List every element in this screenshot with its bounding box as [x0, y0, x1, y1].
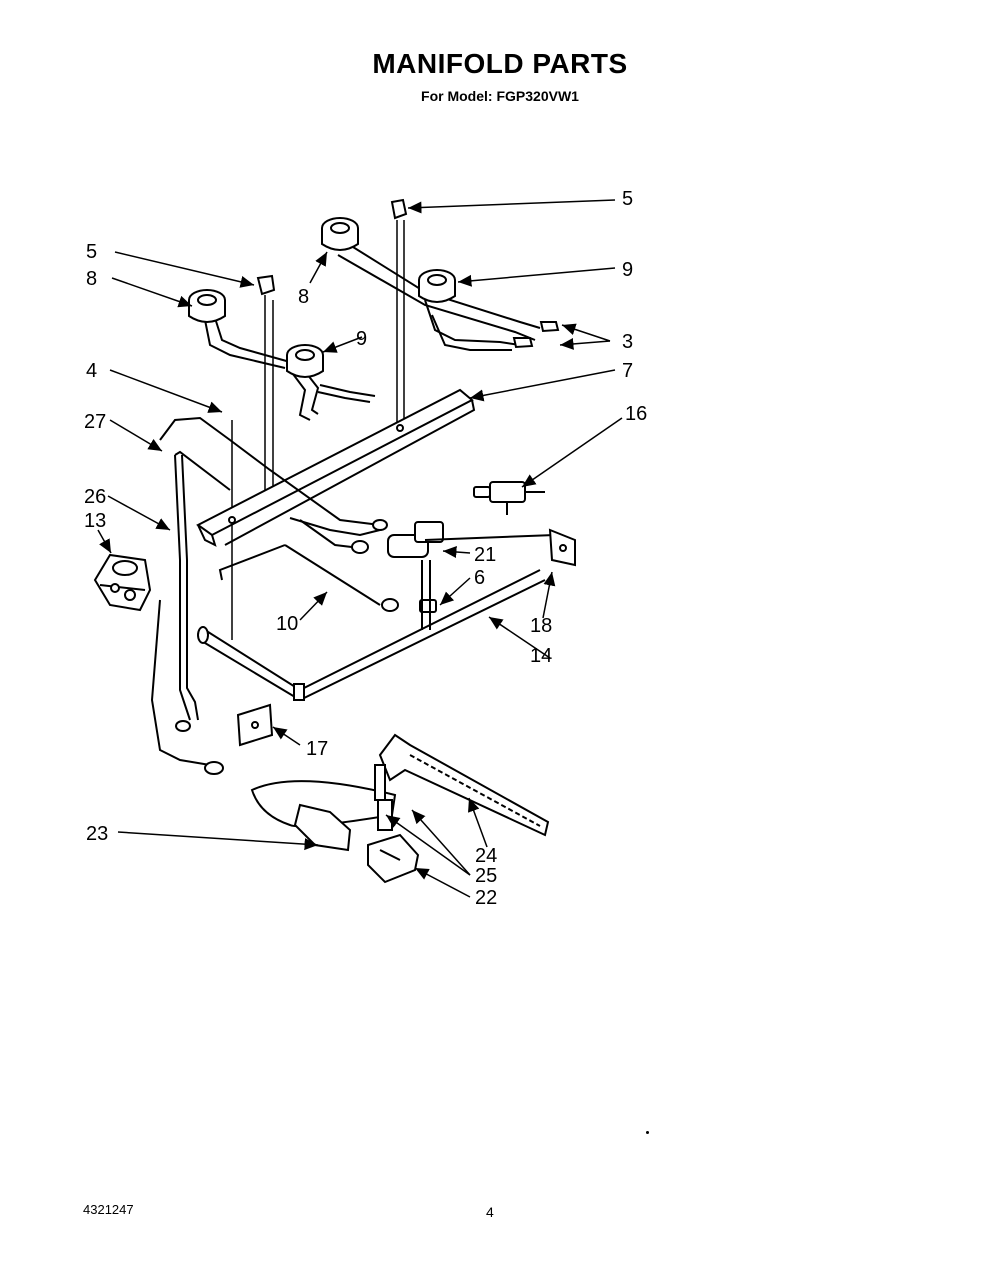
callout-21: 21 [474, 544, 496, 566]
callout-9-left: 9 [356, 328, 367, 350]
callout-6: 6 [474, 567, 485, 589]
callout-4: 4 [86, 360, 97, 382]
bracket-bottom [236, 703, 274, 747]
callout-13: 13 [84, 510, 106, 532]
page-title: MANIFOLD PARTS [372, 48, 628, 79]
valve-assembly [351, 519, 556, 630]
callout-9-right: 9 [622, 259, 633, 281]
callout-14: 14 [530, 645, 552, 667]
callout-27: 27 [84, 411, 106, 433]
stray-mark [646, 1131, 649, 1134]
bracket-right [548, 528, 576, 567]
manifold-tube [197, 569, 546, 702]
right-burner-assembly [321, 217, 560, 351]
document-number: 4321247 [83, 1202, 134, 1217]
pressure-regulator [93, 553, 152, 612]
callout-5-right: 5 [622, 188, 633, 210]
leader-lines [97, 199, 623, 898]
callout-25: 25 [475, 865, 497, 887]
callout-5-left: 5 [86, 241, 97, 263]
ignition-switch [473, 481, 545, 515]
callout-8-left: 8 [86, 268, 97, 290]
vertical-screw-lines [231, 220, 405, 640]
model-subtitle: For Model: FGP320VW1 [421, 88, 579, 104]
callout-24: 24 [475, 845, 497, 867]
callout-7: 7 [622, 360, 633, 382]
callout-3: 3 [622, 331, 633, 353]
callout-18: 18 [530, 615, 552, 637]
gas-lines [150, 416, 381, 775]
oven-burner-assembly [250, 733, 550, 884]
callout-23: 23 [86, 823, 108, 845]
callout-10: 10 [276, 613, 298, 635]
callout-8-right: 8 [298, 286, 309, 308]
callout-16: 16 [625, 403, 647, 425]
page-number: 4 [486, 1204, 494, 1220]
callout-17: 17 [306, 738, 328, 760]
callout-22: 22 [475, 887, 497, 909]
callout-26: 26 [84, 486, 106, 508]
left-burner-assembly [188, 198, 408, 421]
